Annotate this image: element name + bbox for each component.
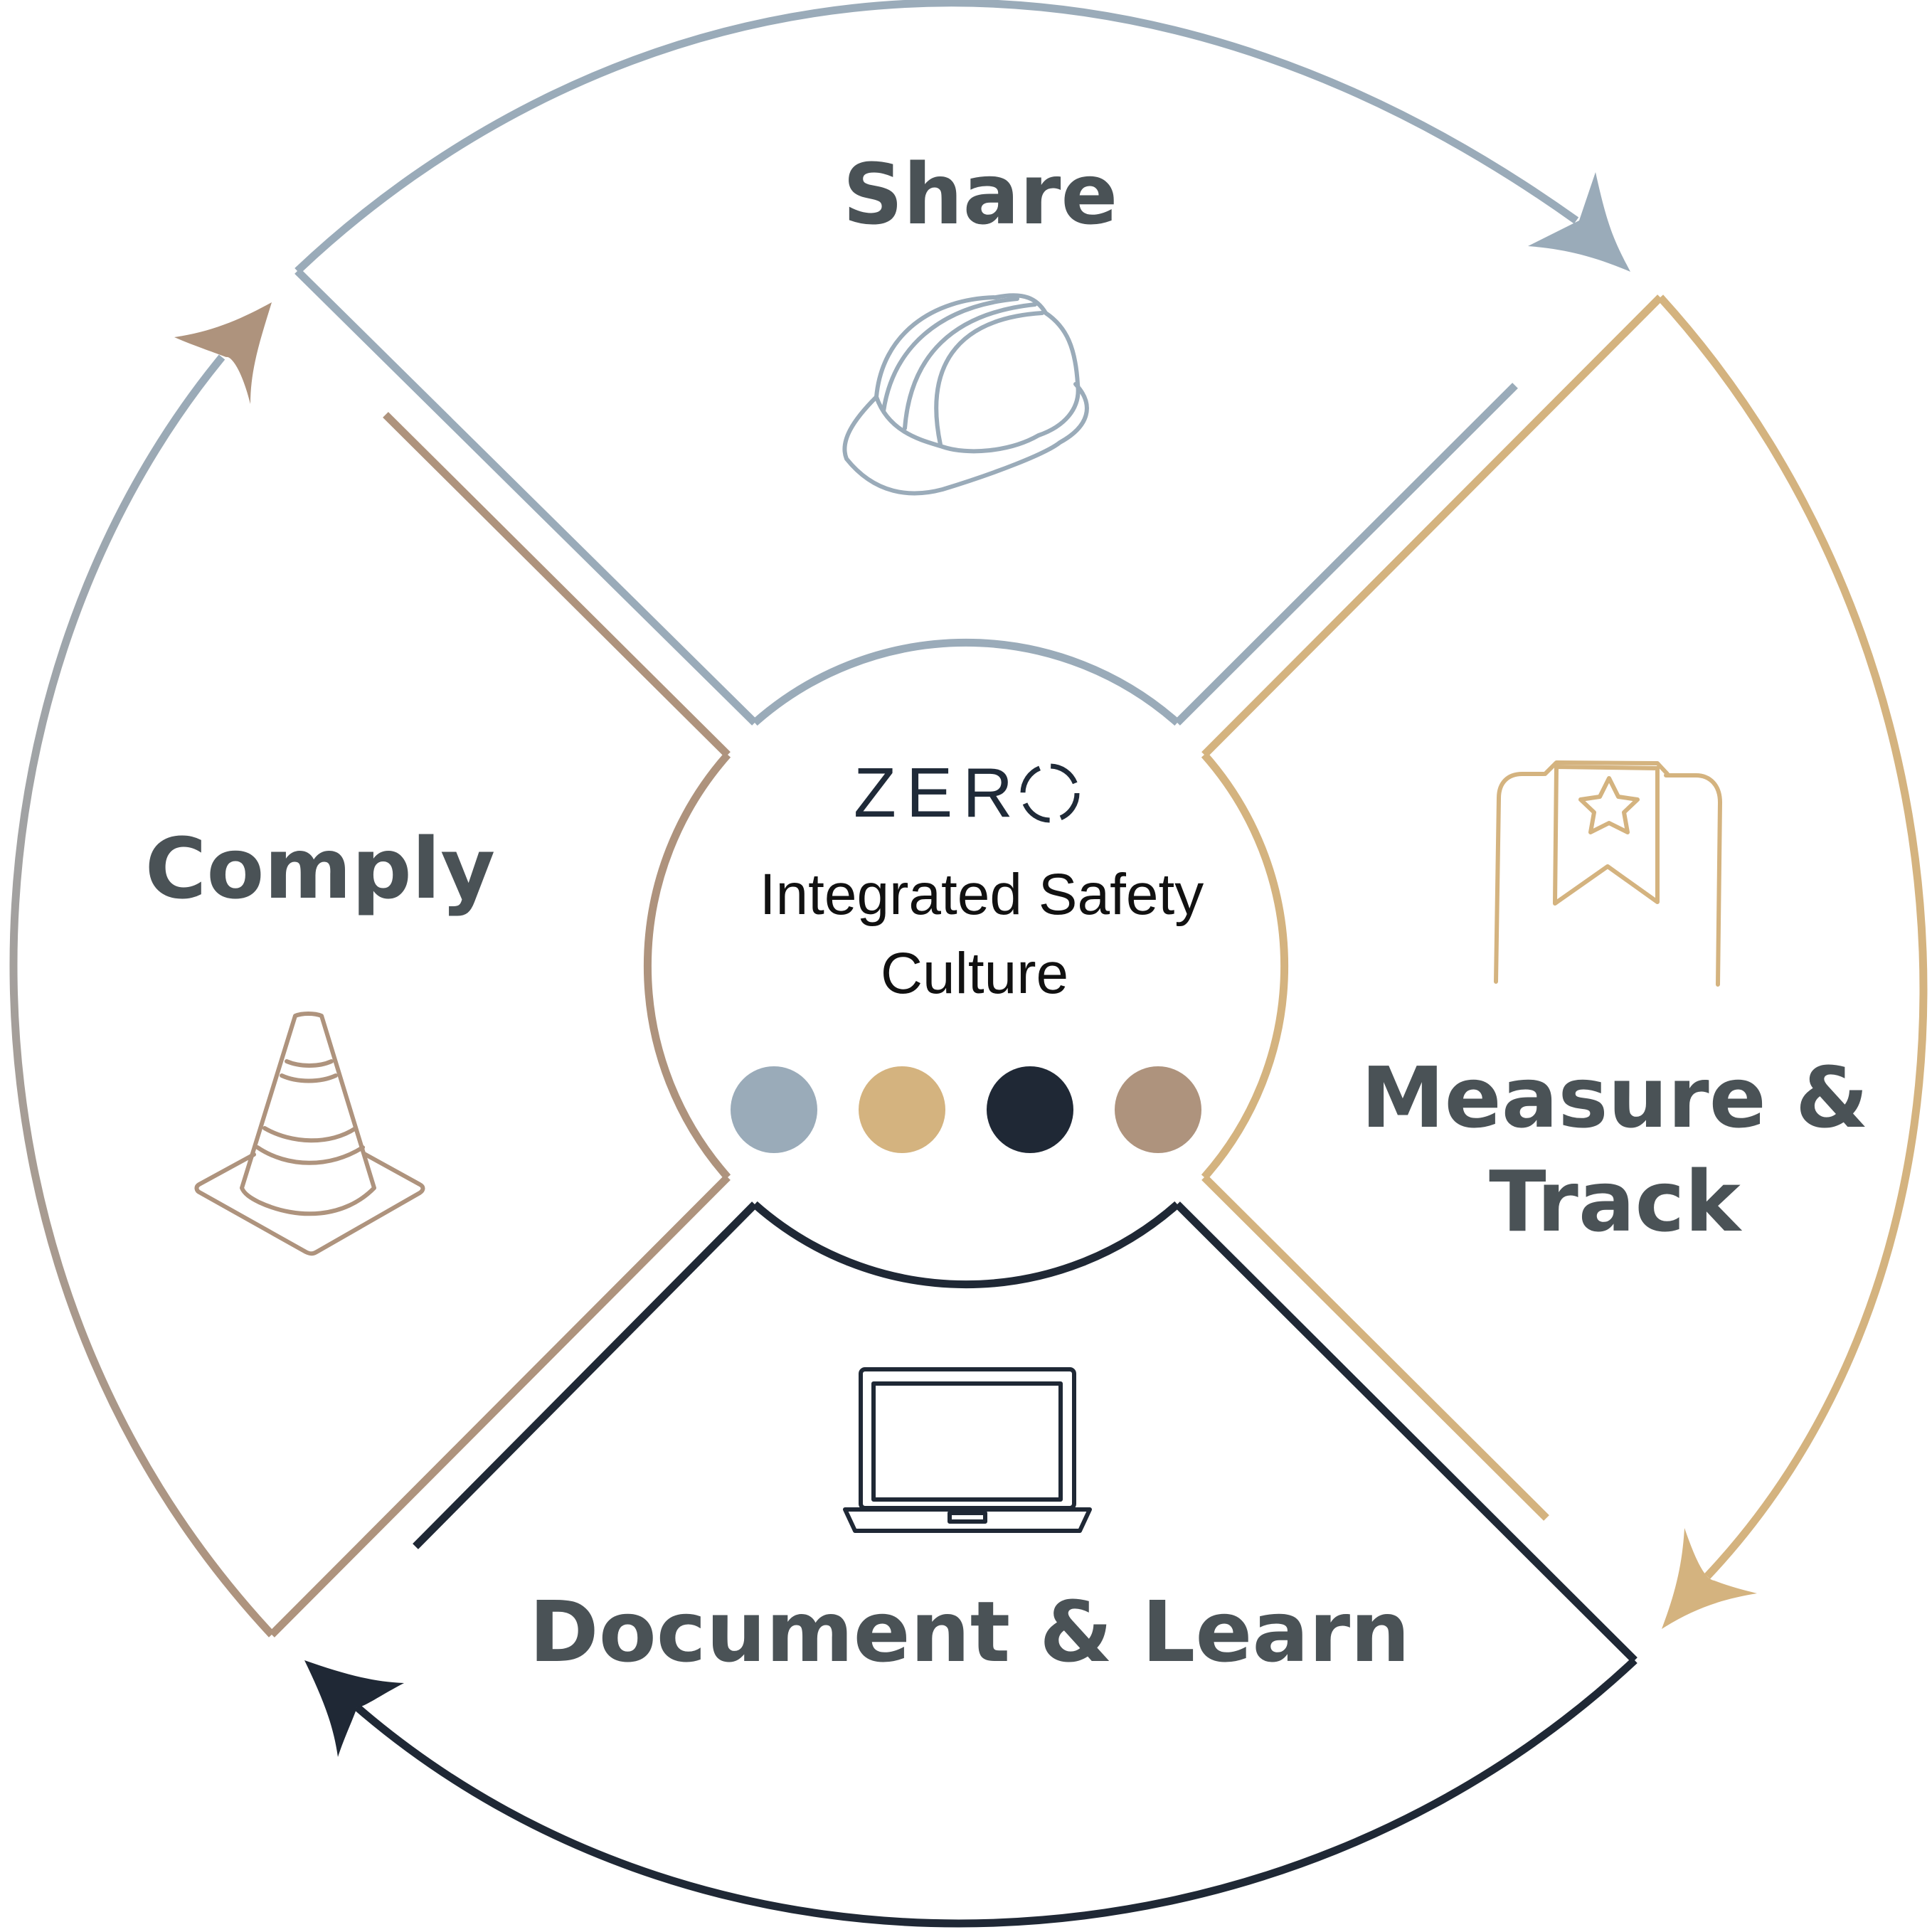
center-subtitle-line1: Integrated Safety <box>760 862 1204 927</box>
center-subtitle-line2: Culture <box>881 941 1068 1006</box>
traffic-cone-icon <box>194 1012 425 1256</box>
dot-gold <box>859 1066 945 1153</box>
dot-slate <box>731 1066 817 1153</box>
label-document: Document & Learn <box>529 1583 1410 1681</box>
zero-logo-ring-icon <box>1020 763 1080 823</box>
laptop-icon <box>843 1367 1092 1533</box>
label-comply: Comply <box>145 819 495 918</box>
dot-navy <box>987 1066 1073 1153</box>
color-dots <box>731 1066 1201 1153</box>
comply-outer-arc <box>9 302 275 1638</box>
document-outer-arc <box>304 1657 1638 1928</box>
ribbon-star-icon <box>1494 760 1722 987</box>
inner-circle <box>643 638 1289 1289</box>
label-share: Share <box>843 145 1118 243</box>
diagonal-separators <box>269 268 1663 1663</box>
zero-logo: ZER <box>854 753 1023 832</box>
measure-outer-arc <box>1657 294 1928 1629</box>
label-measure-line2: Track <box>1489 1152 1742 1251</box>
share-outer-arc <box>294 0 1630 274</box>
dot-taupe <box>1115 1066 1201 1153</box>
hard-hat-icon <box>842 293 1089 496</box>
label-measure-line1: Measure & <box>1361 1049 1869 1147</box>
